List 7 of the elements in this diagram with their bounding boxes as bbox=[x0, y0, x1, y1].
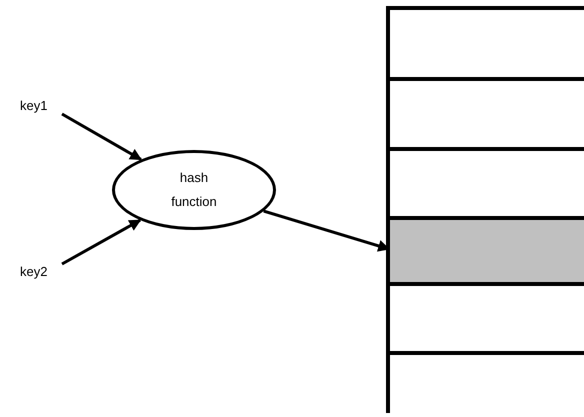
arrow bbox=[61, 112, 142, 161]
key-label: key2 bbox=[20, 262, 60, 282]
node-label: hash function bbox=[170, 169, 218, 211]
table-slot bbox=[390, 216, 584, 282]
arrow bbox=[61, 218, 142, 266]
key-label: key1 bbox=[20, 96, 60, 116]
hash-function-ellipse bbox=[112, 150, 276, 230]
